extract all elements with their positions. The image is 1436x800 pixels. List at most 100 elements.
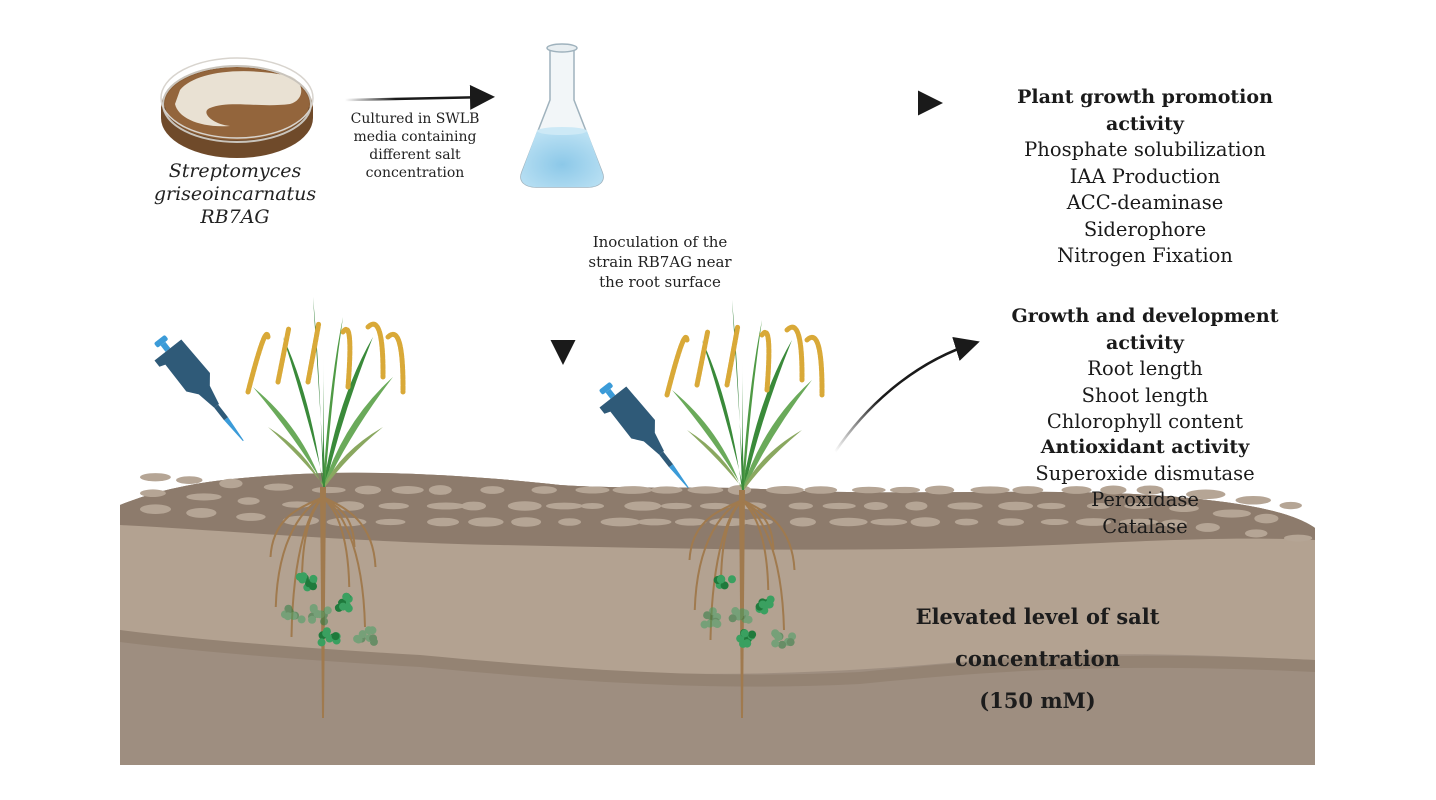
inoculation-line: the root surface (599, 273, 721, 291)
crust-tile (575, 486, 610, 494)
organism-genus: Streptomyces (168, 160, 302, 182)
crust-tile (889, 486, 921, 494)
crust-tile (660, 502, 692, 510)
crust-tile (789, 517, 816, 527)
inoculation-line: Inoculation of the (592, 233, 728, 251)
salt-line: concentration (955, 646, 1120, 671)
petri-dish-icon (160, 57, 314, 158)
crust-tile (1244, 529, 1268, 538)
crust-tile (391, 486, 424, 494)
panel-item: Root length (1087, 357, 1203, 380)
crust-tile (186, 507, 217, 518)
crust-tile (511, 517, 542, 527)
crust-tile (326, 517, 367, 527)
panel-item: Shoot length (1081, 383, 1209, 407)
crust-tile (766, 486, 804, 494)
crust-tile (924, 485, 955, 495)
crust-tile (788, 502, 814, 510)
panel-heading: Plant growth promotion activity (1017, 86, 1273, 135)
crust-tile (1161, 519, 1188, 528)
arrow-culture (344, 84, 495, 110)
panel-heading: Antioxidant activity (1040, 436, 1250, 458)
micropipette-icon (599, 382, 689, 489)
crust-tile (1254, 513, 1279, 524)
crust-tile (468, 517, 504, 527)
culture-line: media containing (353, 129, 477, 145)
crust-tile (426, 502, 465, 510)
grain-panicles (245, 321, 406, 395)
panel-item: Peroxidase (1091, 488, 1199, 511)
crust-tile (699, 502, 731, 510)
culture-line: Cultured in SWLB (350, 111, 480, 127)
panel-item: Nitrogen Fixation (1057, 244, 1233, 267)
crust-tile (263, 483, 294, 491)
bacteria-colony (736, 629, 757, 648)
crust-tile (829, 517, 868, 527)
crust-tile (863, 502, 888, 510)
crust-tile (947, 502, 983, 510)
crust-tile (612, 486, 653, 494)
crust-tile (1075, 518, 1112, 526)
crust-tile (1195, 523, 1220, 532)
crust-tile (507, 501, 542, 511)
salt-line: Elevated level of salt (915, 604, 1160, 629)
crust-tile (650, 486, 683, 494)
inoculation-line: strain RB7AG near (588, 253, 732, 271)
crust-tile (905, 501, 928, 511)
crust-tile (954, 518, 979, 526)
soil-cross-section (120, 472, 1315, 765)
crust-tile (600, 517, 641, 527)
crust-tile (236, 512, 266, 521)
panel-heading: Growth and development activity (1011, 305, 1279, 354)
culture-step-label: Cultured in SWLB media containing differ… (345, 110, 485, 182)
panel-item: Superoxide dismutase (1035, 461, 1255, 485)
crust-tile (822, 502, 856, 510)
crust-tile (378, 502, 409, 510)
organism-species: griseoincarnatus (153, 183, 317, 205)
crust-tile (637, 518, 672, 526)
crust-tile (674, 518, 707, 526)
bacteria-colony (713, 574, 736, 590)
culture-line: concentration (365, 165, 465, 181)
panel-item: IAA Production (1069, 164, 1221, 188)
erlenmeyer-flask-icon (520, 43, 604, 188)
crust-tile (804, 486, 838, 494)
bacteria-colony (295, 572, 318, 592)
panel-item: Phosphate solubilization (1024, 138, 1266, 161)
crust-tile (687, 486, 724, 494)
crust-tile (311, 486, 346, 494)
bacteria-colony (353, 626, 378, 646)
culture-line: different salt (369, 147, 461, 163)
arrow-results (833, 336, 980, 453)
crust-tile (970, 486, 1010, 494)
crust-tile (1100, 485, 1127, 495)
crust-tile (624, 501, 662, 511)
crust-tile (140, 489, 166, 497)
rice-plant-icon (664, 300, 825, 718)
crust-tile (140, 473, 171, 482)
organism-strain: RB7AG (200, 206, 270, 228)
crust-tile (1119, 518, 1158, 526)
crust-tile (186, 493, 222, 501)
panel-item: Catalase (1102, 514, 1188, 538)
crust-tile (531, 486, 557, 494)
rice-plant-icon (245, 297, 406, 718)
crust-tile (998, 501, 1034, 511)
bacteria-colony (334, 592, 353, 613)
crust-tile (1061, 486, 1092, 494)
crust-tile (354, 485, 382, 495)
bacteria-colony (755, 595, 775, 615)
crust-tile (1124, 502, 1152, 510)
crust-tile (428, 485, 452, 495)
crust-tile (851, 486, 886, 494)
crust-tile (1235, 495, 1271, 505)
bacteria-colony (280, 604, 306, 624)
crust-tile (219, 478, 243, 489)
crust-tile (1136, 485, 1164, 495)
root-system (269, 487, 377, 718)
bacteria-colony (308, 604, 332, 626)
growth-development-panel: Growth and development activity Root len… (975, 303, 1315, 436)
crust-tile (333, 501, 365, 511)
crust-tile (1212, 509, 1252, 518)
